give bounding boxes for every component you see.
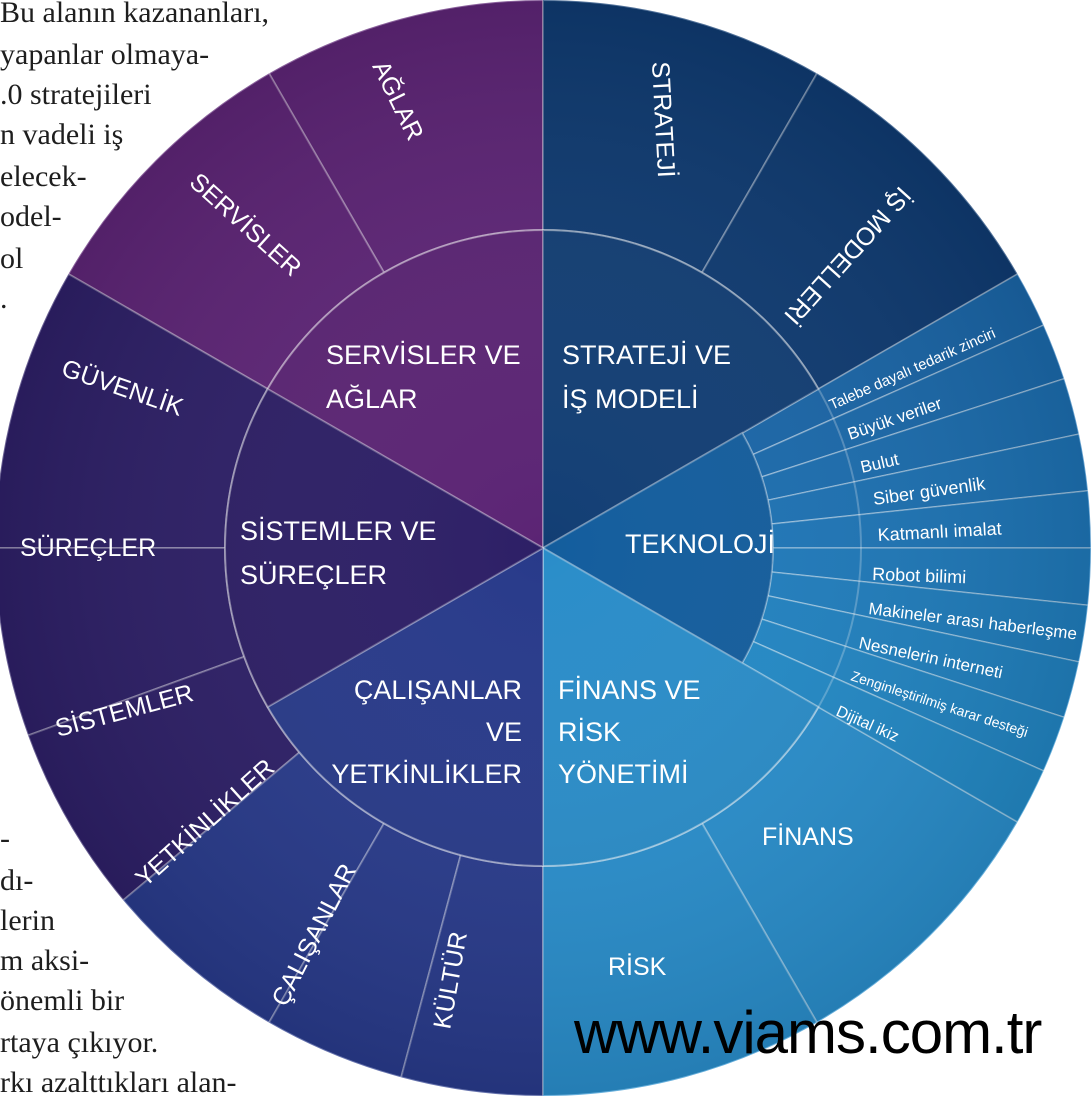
outer-label-surecler: SÜREÇLER bbox=[20, 534, 156, 562]
inner-label: FİNANS VE bbox=[558, 674, 701, 705]
inner-label: YÖNETİMİ bbox=[558, 758, 689, 789]
inner-label: TEKNOLOJİ bbox=[625, 528, 775, 559]
inner-label: İŞ MODELİ bbox=[562, 383, 699, 414]
inner-label: YETKİNLİKLER bbox=[331, 758, 522, 789]
technology-item-label: Robot bilimi bbox=[872, 564, 967, 587]
inner-label: ÇALIŞANLAR bbox=[354, 675, 522, 705]
watermark-url: www.viams.com.tr bbox=[574, 999, 1042, 1066]
outer-label-risk: RİSK bbox=[608, 952, 667, 981]
inner-label: SERVİSLER VE bbox=[326, 339, 521, 370]
inner-label: STRATEJİ VE bbox=[562, 339, 731, 370]
inner-label: RİSK bbox=[558, 716, 621, 747]
inner-label: SİSTEMLER VE bbox=[240, 515, 437, 546]
outer-label-strateji: STRATEJİ bbox=[646, 61, 681, 179]
inner-label: AĞLAR bbox=[326, 383, 418, 414]
outer-label-finans: FİNANS bbox=[762, 822, 854, 851]
inner-label: SÜREÇLER bbox=[240, 560, 387, 590]
inner-label: VE bbox=[486, 717, 522, 747]
